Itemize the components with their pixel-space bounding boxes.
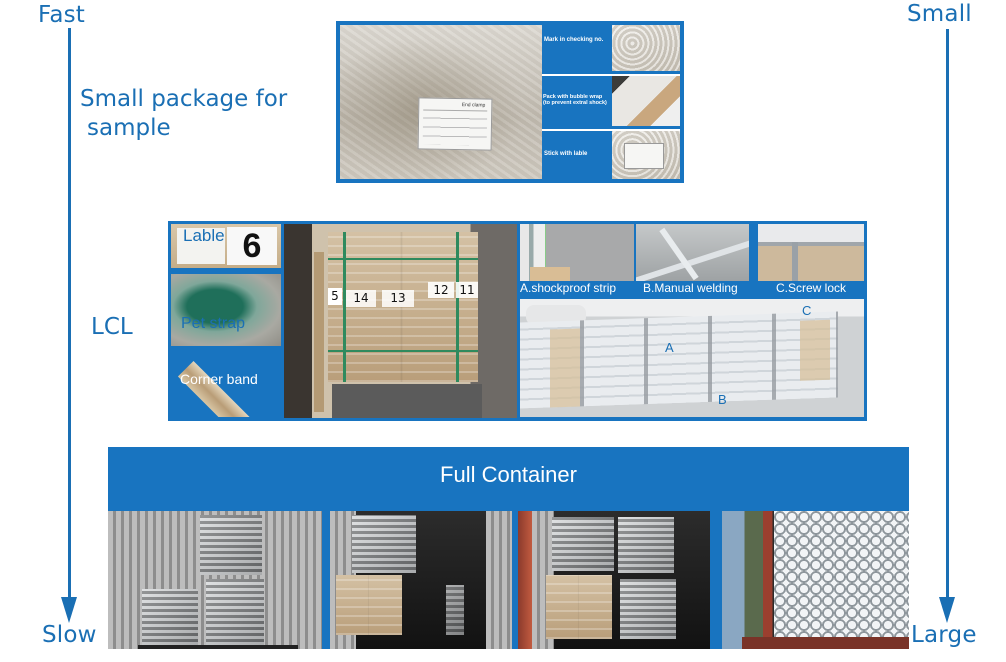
- strap-vertical-2: [456, 232, 459, 382]
- lable-sheet: [177, 228, 225, 264]
- container-wall: [486, 511, 512, 649]
- lock-post: [792, 242, 798, 281]
- screw-lock-caption: C.Screw lock: [776, 281, 847, 295]
- step-1-caption: Mark in checking no.: [544, 37, 604, 43]
- foil-pallet: [618, 517, 674, 573]
- floor: [332, 384, 482, 418]
- container-photo-2: [330, 511, 512, 649]
- corner-band-caption: Corner band: [180, 371, 258, 387]
- foil-pallet: [620, 579, 676, 639]
- corner-band-photo: Corner band: [171, 349, 281, 417]
- sample-box-photo: End clamp: [340, 25, 542, 179]
- step-2-caption: Pack with bubble wrap (to prevent extral…: [543, 94, 607, 106]
- strip-pads: [530, 267, 570, 281]
- carton-number: 13: [382, 290, 414, 307]
- pad-left: [550, 328, 580, 408]
- carton-pallet: [546, 575, 612, 639]
- sample-package-panel: End clamp Mark in checking no. Pack with…: [336, 21, 684, 183]
- sample-step-2: Pack with bubble wrap (to prevent extral…: [542, 74, 680, 126]
- pet-strap-caption: Pet strap: [181, 315, 246, 332]
- full-container-photos: [108, 511, 909, 649]
- far-pallet: [446, 585, 464, 635]
- right-axis-line: [946, 29, 949, 605]
- corner-band-standing: [314, 252, 324, 412]
- carton-number: 14: [346, 290, 376, 307]
- corner-band-strip: [177, 360, 251, 417]
- box-label-text: End clamp: [461, 102, 486, 109]
- lock-rail: [758, 242, 864, 246]
- shockproof-strip-photo: [520, 224, 634, 281]
- step-1-photo: [612, 25, 680, 71]
- lable-caption: Lable: [183, 226, 225, 245]
- foil-pallet-bottom: [206, 579, 264, 645]
- box-label-sheet: End clamp: [417, 97, 493, 151]
- foil-pallet: [552, 517, 614, 571]
- strap-horizontal-2: [328, 350, 478, 352]
- container-photo-4: [722, 511, 909, 649]
- step-2-caption-line1: Pack with bubble wrap: [543, 94, 603, 100]
- step-3-label-sheet: [624, 143, 664, 169]
- axis-large-label: Large: [911, 622, 977, 648]
- screw-lock-photo: [758, 224, 864, 281]
- container-sill: [742, 637, 909, 649]
- sample-step-1: Mark in checking no.: [542, 25, 680, 71]
- left-arrow-down-icon: [61, 597, 77, 623]
- pallet-photo: 5 14 13 12 11: [284, 224, 517, 418]
- left-axis-line: [68, 28, 71, 604]
- axis-fast-label: Fast: [38, 2, 86, 28]
- shockproof-strip-caption: A.shockproof strip: [520, 281, 617, 295]
- right-arrow-down-icon: [939, 597, 955, 623]
- foil-pallet-top: [200, 515, 262, 575]
- sample-label-line2: sample: [87, 115, 171, 141]
- lable-number-sign: 6: [227, 227, 277, 265]
- marker-c: C: [802, 303, 812, 318]
- lcl-panel: 6 Lable Pet strap Corner band 5 14 13 12…: [168, 221, 867, 421]
- lcl-section-label: LCL: [91, 314, 133, 340]
- step-3-caption: Stick with lable: [544, 151, 588, 157]
- container-photo-1: [108, 511, 322, 649]
- carton-number: 12: [428, 282, 454, 298]
- marker-a: A: [665, 340, 674, 355]
- foil-pallet: [352, 515, 416, 573]
- profile-bundle-photo: A B C: [520, 299, 864, 417]
- foil-pallet-left: [142, 589, 198, 645]
- carton-stack: 5 14 13 12 11: [328, 232, 478, 382]
- container-floor: [138, 645, 298, 649]
- strap-vertical-1: [343, 232, 346, 382]
- box-label-grid: [422, 109, 488, 146]
- carton-pallet: [336, 575, 402, 635]
- sample-label-line1: Small package for: [80, 86, 288, 112]
- lable-photo: 6 Lable: [171, 224, 281, 268]
- full-container-header: Full Container: [108, 447, 909, 511]
- sample-section-label: Small package for sample: [80, 85, 287, 143]
- step-3-photo: [612, 131, 680, 179]
- sample-step-3: Stick with lable: [542, 129, 680, 179]
- strap-horizontal-1: [328, 258, 478, 260]
- step-2-caption-line2: (to prevent extral shock): [543, 100, 607, 106]
- manual-welding-photo: [636, 224, 749, 281]
- pet-strap-photo: Pet strap: [171, 274, 281, 346]
- full-container-title: Full Container: [440, 462, 577, 487]
- axis-slow-label: Slow: [42, 622, 97, 648]
- profile-bundle: [520, 311, 838, 409]
- step-2-photo: [612, 76, 680, 126]
- carton-number: 11: [456, 282, 478, 298]
- axis-small-label: Small: [907, 1, 972, 27]
- manual-welding-caption: B.Manual welding: [643, 281, 738, 295]
- tube-bundles: [774, 511, 909, 637]
- marker-b: B: [718, 392, 727, 407]
- container-door-red: [518, 511, 532, 649]
- container-photo-3: [518, 511, 710, 649]
- pad-right: [800, 319, 830, 381]
- carton-number: 5: [328, 288, 342, 305]
